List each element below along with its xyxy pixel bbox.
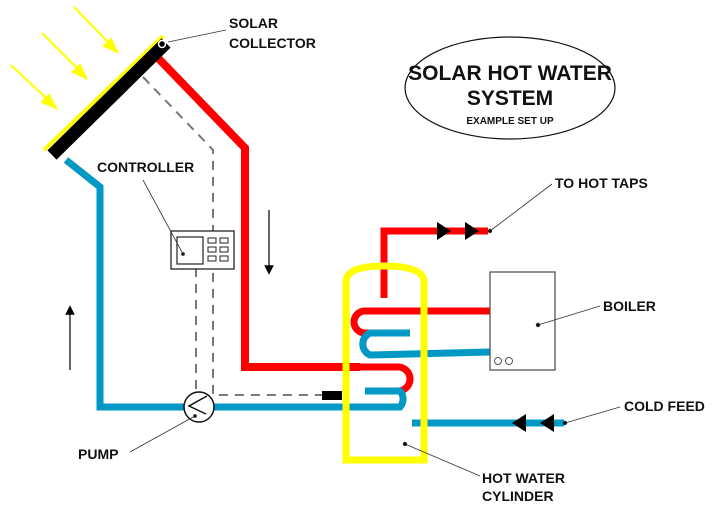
flow-arrow-icon bbox=[540, 414, 554, 432]
controller-buttons bbox=[207, 237, 229, 262]
sensor-wire bbox=[142, 76, 330, 396]
boiler-coil-cold bbox=[359, 329, 491, 359]
cylinder-label-1: HOT WATER bbox=[482, 470, 565, 486]
flow-arrow-icon bbox=[465, 222, 479, 240]
title-subtitle: EXAMPLE SET UP bbox=[466, 116, 554, 127]
sun-ray-icon bbox=[41, 32, 89, 81]
boiler[interactable] bbox=[489, 271, 556, 371]
pump-symbol-icon bbox=[187, 395, 208, 415]
flow-arrow-icon bbox=[512, 414, 526, 432]
cylinder-label-2: CYLINDER bbox=[482, 488, 554, 504]
hot-water-cylinder bbox=[342, 262, 428, 464]
boiler-dial-icon bbox=[505, 357, 513, 365]
pump-label: PUMP bbox=[78, 446, 118, 462]
to-hot-taps-label: TO HOT TAPS bbox=[555, 175, 648, 191]
solar-collector-label-1: SOLAR bbox=[229, 15, 278, 31]
title-line-2: SYSTEM bbox=[467, 87, 553, 110]
flow-arrow-icon bbox=[437, 222, 451, 240]
solar-collector bbox=[42, 34, 171, 160]
hot-taps-pipe bbox=[380, 227, 488, 298]
controller[interactable] bbox=[170, 230, 235, 270]
boiler-dial-icon bbox=[494, 357, 502, 365]
boiler-coil-hot bbox=[350, 307, 490, 337]
leader-lines bbox=[129, 29, 621, 477]
hot-flow-pipe bbox=[155, 55, 360, 371]
sun-rays bbox=[10, 6, 120, 111]
solar-collector-label-2: COLLECTOR bbox=[229, 35, 316, 51]
solar-coil-cold bbox=[315, 387, 407, 411]
sun-ray-icon bbox=[10, 64, 59, 111]
title-ellipse bbox=[404, 36, 616, 140]
temperature-sensor-icon bbox=[322, 391, 342, 400]
controller-label: CONTROLLER bbox=[97, 159, 194, 175]
cold-feed-label: COLD FEED bbox=[624, 398, 705, 414]
title-line-1: SOLAR HOT WATER bbox=[408, 62, 612, 85]
boiler-label: BOILER bbox=[603, 298, 656, 314]
sensor-point-icon bbox=[157, 39, 167, 49]
sun-ray-icon bbox=[73, 6, 120, 55]
pump[interactable] bbox=[183, 391, 215, 423]
